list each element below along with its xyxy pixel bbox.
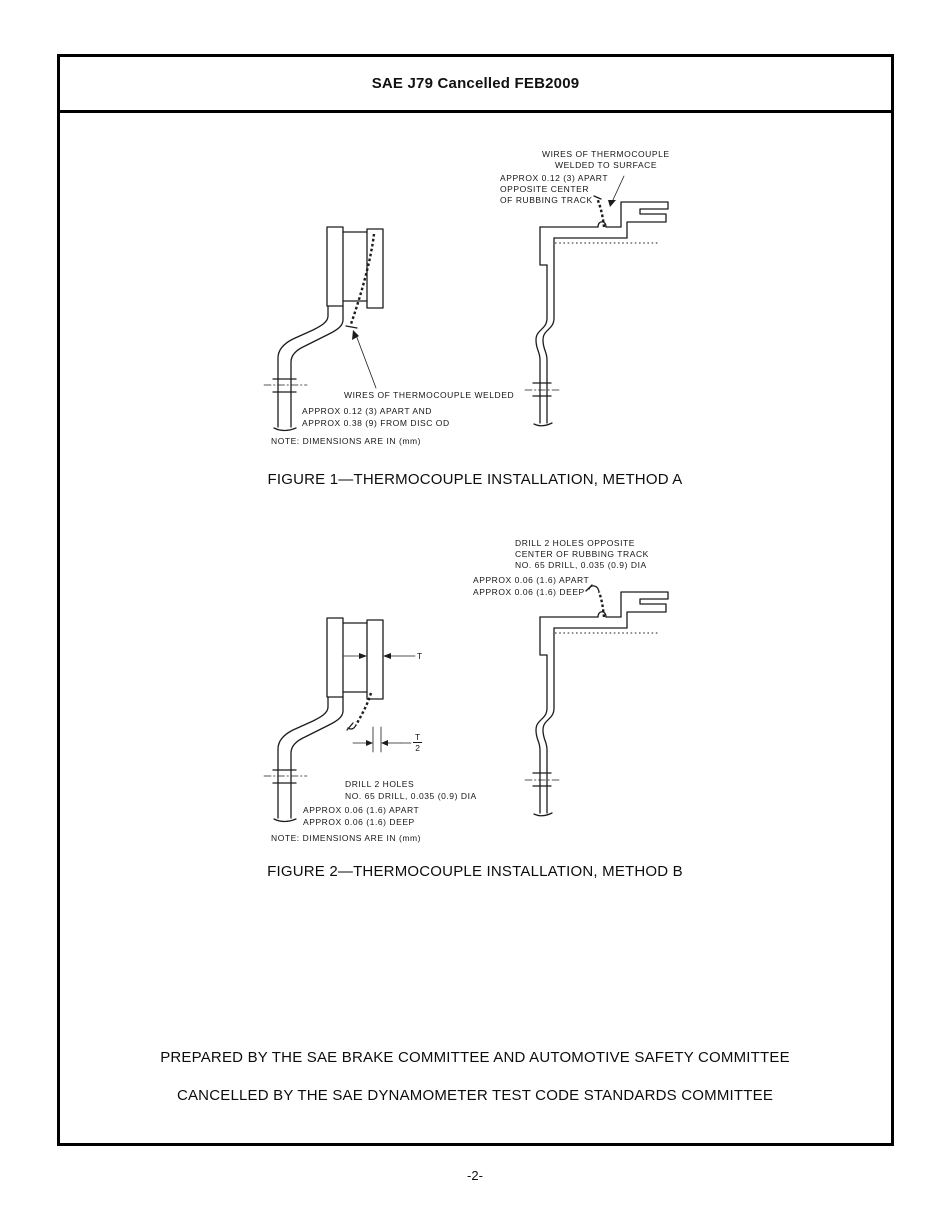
figure1-drum-leader-arrow [352, 330, 377, 389]
fig2-drum-label-line2: NO. 65 DRILL, 0.035 (0.9) DIA [345, 791, 477, 801]
dimension-T [343, 653, 416, 659]
fig2-disc-label-line3: NO. 65 DRILL, 0.035 (0.9) DIA [515, 560, 647, 570]
figure1-drum-cross-section [263, 226, 384, 432]
figure1-caption: FIGURE 1—THERMOCOUPLE INSTALLATION, METH… [267, 471, 683, 488]
figure1-disc-cross-section [524, 195, 669, 427]
figure2-disc-cross-section [524, 584, 669, 817]
figure2-drawing [263, 584, 669, 823]
fig2-drum-label-line1: DRILL 2 HOLES [345, 779, 415, 789]
fraction-numerator: T [413, 732, 423, 743]
fig1-disc-label-line5: OF RUBBING TRACK [500, 195, 593, 205]
fig2-drum-label-line4: APPROX 0.06 (1.6) DEEP [303, 817, 415, 827]
fig2-disc-label-line5: APPROX 0.06 (1.6) DEEP [473, 587, 585, 597]
thermocouple-wire [349, 233, 376, 325]
fig1-drum-label-line3: APPROX 0.38 (9) FROM DISC OD [302, 418, 450, 428]
fig1-drum-label-line1: WIRES OF THERMOCOUPLE WELDED [344, 390, 515, 400]
figure1-drawing [263, 175, 669, 432]
thermocouple-wire [354, 692, 373, 726]
fig1-disc-label-line1: WIRES OF THERMOCOUPLE [542, 149, 670, 159]
fig2-disc-label-line4: APPROX 0.06 (1.6) APART [473, 575, 590, 585]
dimension-T-half [352, 726, 412, 753]
footer-cancelled-by: CANCELLED BY THE SAE DYNAMOMETER TEST CO… [176, 1087, 774, 1104]
document-border: SAE J79 Cancelled FEB2009 [57, 54, 894, 1146]
figure2-drum-cross-section [263, 617, 384, 823]
figure2-caption: FIGURE 2—THERMOCOUPLE INSTALLATION, METH… [267, 863, 683, 880]
fig1-disc-label-line4: OPPOSITE CENTER [500, 184, 590, 194]
thermocouple-wire [597, 591, 606, 618]
fig2-drum-label-line3: APPROX 0.06 (1.6) APART [303, 805, 420, 815]
fig2-dim-t-half-label: T 2 [413, 732, 423, 753]
fraction-denominator: 2 [415, 743, 420, 753]
page-number: -2- [467, 1168, 483, 1183]
document-title: SAE J79 Cancelled FEB2009 [371, 75, 580, 92]
fig2-disc-label-line2: CENTER OF RUBBING TRACK [515, 549, 649, 559]
fig1-note: NOTE: DIMENSIONS ARE IN (mm) [271, 436, 421, 446]
fig1-drum-label-line2: APPROX 0.12 (3) APART AND [302, 406, 432, 416]
document-header: SAE J79 Cancelled FEB2009 [60, 57, 891, 113]
fig1-disc-label-line3: APPROX 0.12 (3) APART [500, 173, 609, 183]
fig1-disc-label-line2: WELDED TO SURFACE [555, 160, 658, 170]
figure1-disc-leader-arrow [608, 175, 625, 207]
footer-prepared-by: PREPARED BY THE SAE BRAKE COMMITTEE AND … [160, 1049, 790, 1066]
fig2-note: NOTE: DIMENSIONS ARE IN (mm) [271, 833, 421, 843]
fig2-disc-label-line1: DRILL 2 HOLES OPPOSITE [515, 538, 635, 548]
thermocouple-wire [595, 197, 606, 228]
fig2-dim-t-label: T [417, 651, 423, 661]
